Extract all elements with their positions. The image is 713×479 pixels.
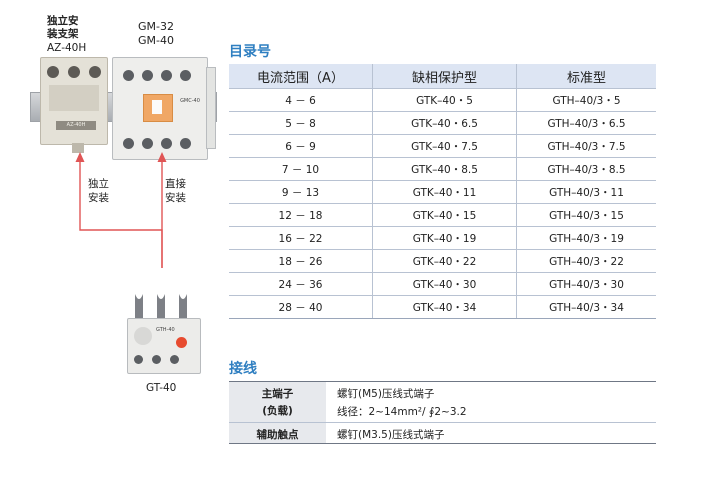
relay-label: GT-40 bbox=[146, 382, 177, 394]
screw-icon bbox=[123, 138, 134, 149]
bracket-label-model: AZ-40H bbox=[47, 42, 87, 54]
cell-standard: GTH–40/3・22 bbox=[516, 249, 656, 273]
cell-range: 9 － 13 bbox=[229, 180, 373, 204]
header-standard: 标准型 bbox=[516, 64, 656, 89]
arrow-right-label-line2: 安装 bbox=[165, 192, 186, 204]
contactor-body: GMC-40 bbox=[112, 57, 208, 160]
screw-icon bbox=[142, 70, 153, 81]
main-terminal-label: 主端子 bbox=[261, 388, 294, 400]
cell-phase-loss: GTK–40・6.5 bbox=[372, 111, 517, 135]
arrow-right-label-line1: 直接 bbox=[165, 178, 186, 190]
arrow-up-icon bbox=[75, 152, 85, 162]
cell-range: 7 － 10 bbox=[229, 157, 373, 181]
cell-standard: GTH–40/3・11 bbox=[516, 180, 656, 204]
cell-standard: GTH–40/3・19 bbox=[516, 226, 656, 250]
aux-contact-value: 螺钉(M3.5)压线式端子 bbox=[337, 429, 445, 441]
screw-icon bbox=[170, 355, 179, 364]
bracket-label-line2: 装支架 bbox=[47, 28, 79, 40]
contactor-window bbox=[143, 94, 173, 122]
main-terminal-sublabel: (负载) bbox=[262, 405, 293, 417]
cell-standard: GTH–40/3・6.5 bbox=[516, 111, 656, 135]
arrow-left-label-line2: 安装 bbox=[88, 192, 109, 204]
relay-model: GTH-40 bbox=[156, 327, 175, 333]
cell-phase-loss: GTK–40・30 bbox=[372, 272, 517, 296]
catalog-title: 目录号 bbox=[229, 44, 271, 60]
main-terminal-wire-size: 线径：2~14mm²/ ∮2~3.2 bbox=[337, 406, 467, 418]
cell-standard: GTH–40/3・8.5 bbox=[516, 157, 656, 181]
table-header-row: 电流范围（A） 缺相保护型 标准型 bbox=[229, 64, 656, 89]
screw-icon bbox=[152, 355, 161, 364]
cell-range: 18 － 26 bbox=[229, 249, 373, 273]
contactor-model: GMC-40 bbox=[180, 98, 200, 104]
arrow-up-icon bbox=[157, 152, 167, 162]
cell-standard: GTH–40/3・15 bbox=[516, 203, 656, 227]
cell-phase-loss: GTK–40・15 bbox=[372, 203, 517, 227]
bracket-label-line1: 独立安 bbox=[47, 15, 79, 27]
cell-range: 28 － 40 bbox=[229, 295, 373, 319]
aux-contact-label: 辅助触点 bbox=[256, 429, 299, 441]
cell-phase-loss: GTK–40・11 bbox=[372, 180, 517, 204]
screw-icon bbox=[180, 138, 191, 149]
cell-phase-loss: GTK–40・5 bbox=[372, 88, 517, 112]
cell-range: 6 － 9 bbox=[229, 134, 373, 158]
screw-icon bbox=[161, 138, 172, 149]
header-phase-loss: 缺相保护型 bbox=[372, 64, 517, 89]
cell-standard: GTH–40/3・34 bbox=[516, 295, 656, 319]
cell-standard: GTH–40/3・5 bbox=[516, 88, 656, 112]
arrow-left-label-line1: 独立 bbox=[88, 178, 109, 190]
cell-phase-loss: GTK–40・19 bbox=[372, 226, 517, 250]
screw-icon bbox=[89, 66, 101, 78]
cell-range: 4 － 6 bbox=[229, 88, 373, 112]
cell-range: 24 － 36 bbox=[229, 272, 373, 296]
main-terminal-value: 螺钉(M5)压线式端子 bbox=[337, 388, 435, 400]
cell-phase-loss: GTK–40・34 bbox=[372, 295, 517, 319]
bracket-plate: AZ-40H bbox=[56, 121, 96, 130]
cell-standard: GTH–40/3・7.5 bbox=[516, 134, 656, 158]
screw-icon bbox=[123, 70, 134, 81]
cell-phase-loss: GTK–40・8.5 bbox=[372, 157, 517, 181]
header-current-range: 电流范围（A） bbox=[229, 64, 373, 89]
relay-body: GTH-40 bbox=[127, 318, 201, 374]
relay-lugs bbox=[135, 294, 187, 322]
screw-icon bbox=[68, 66, 80, 78]
cell-standard: GTH–40/3・30 bbox=[516, 272, 656, 296]
screw-icon bbox=[142, 138, 153, 149]
cell-phase-loss: GTK–40・22 bbox=[372, 249, 517, 273]
screw-icon bbox=[161, 70, 172, 81]
cell-range: 12 － 18 bbox=[229, 203, 373, 227]
bracket-body: AZ-40H bbox=[40, 57, 108, 145]
wiring-title: 接线 bbox=[229, 361, 257, 377]
screw-icon bbox=[180, 70, 191, 81]
cell-range: 5 － 8 bbox=[229, 111, 373, 135]
contactor-label-line2: GM-40 bbox=[138, 34, 174, 47]
screw-icon bbox=[134, 355, 143, 364]
mounting-arrows bbox=[75, 152, 167, 268]
contactor-label-line1: GM-32 bbox=[138, 20, 174, 33]
screw-icon bbox=[47, 66, 59, 78]
reset-button-icon bbox=[176, 337, 187, 348]
cell-range: 16 － 22 bbox=[229, 226, 373, 250]
cell-phase-loss: GTK–40・7.5 bbox=[372, 134, 517, 158]
